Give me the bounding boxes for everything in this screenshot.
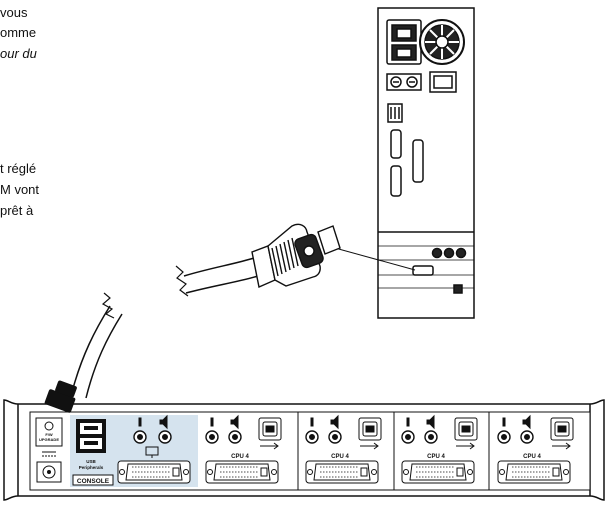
cpu-port-group[interactable]: CPU 4 [205, 414, 282, 484]
vga-port-icon [412, 265, 434, 276]
cpu-dvi-port[interactable] [305, 460, 379, 484]
fw-label-1: F/W [45, 432, 53, 437]
cpu-dvi-port[interactable] [401, 460, 475, 484]
fw-label-2: UPGRADE [39, 437, 59, 442]
usb-symbol-icon [456, 442, 475, 450]
power-socket-icon [386, 19, 422, 65]
mic-icon [310, 417, 314, 427]
cpu-port-group[interactable]: CPU 4 [401, 414, 478, 484]
speaker-icon [230, 414, 239, 430]
serial-port-icon [390, 129, 402, 159]
computer-tower [377, 7, 475, 319]
mic-icon [210, 417, 214, 427]
monitor-icon [145, 446, 159, 458]
cpu-port-group[interactable]: CPU 4 [497, 414, 574, 484]
audio-jacks-icon [431, 247, 467, 259]
mic-icon [502, 417, 506, 427]
cpu-dvi-port[interactable] [497, 460, 571, 484]
fan-icon [419, 19, 465, 65]
speaker-icon [522, 414, 531, 430]
cpu-dvi-port[interactable] [205, 460, 279, 484]
instruction-line-6: prêt à [0, 203, 34, 218]
cpu-port-label: CPU 4 [331, 454, 349, 460]
connection-pointer-line [334, 247, 416, 271]
speaker-icon [426, 414, 435, 430]
serial-port-2-icon [390, 165, 402, 197]
console-audio-jacks[interactable] [133, 414, 172, 444]
ps2-ports-icon [386, 73, 422, 91]
console-label: CONSOLE [77, 478, 110, 485]
cpu-port-label: CPU 4 [231, 454, 249, 460]
instruction-line-5: M vont [0, 182, 40, 197]
firmware-upgrade-button[interactable]: F/W UPGRADE [35, 417, 63, 447]
console-label-box [72, 474, 114, 486]
usb-symbol-icon [552, 442, 571, 450]
mic-icon [406, 417, 410, 427]
usb-stack-icon [387, 103, 403, 123]
cable-clamp-icon [44, 380, 77, 413]
power-input-icon [42, 451, 56, 457]
small-port-icon [453, 284, 463, 294]
dc-power-jack[interactable] [36, 461, 62, 483]
port-group-dividers [297, 412, 490, 490]
usb-symbol-icon [360, 442, 379, 450]
vga-connector-icon [251, 223, 341, 288]
usb-label-2: Peripherals [79, 465, 104, 470]
usb-label-1: USB [86, 459, 96, 464]
cpu-port-group[interactable]: CPU 4 [305, 414, 382, 484]
parallel-port-icon [412, 139, 424, 183]
cpu-port-label: CPU 4 [427, 454, 445, 460]
instruction-line-2: omme [0, 25, 37, 40]
console-dvi-port[interactable] [117, 460, 191, 484]
instruction-line-3: our du [0, 46, 37, 61]
console-usb-ports[interactable] [76, 419, 106, 453]
cpu-port-groups: CPU 4 CPU 4 CPU 4 CPU 4 [205, 414, 574, 484]
instruction-line-4: t réglé [0, 161, 37, 176]
instruction-line-1: vous [0, 5, 28, 20]
vga-cable [71, 257, 259, 399]
cpu-port-label: CPU 4 [523, 454, 541, 460]
usb-symbol-icon [260, 442, 279, 450]
speaker-icon [330, 414, 339, 430]
